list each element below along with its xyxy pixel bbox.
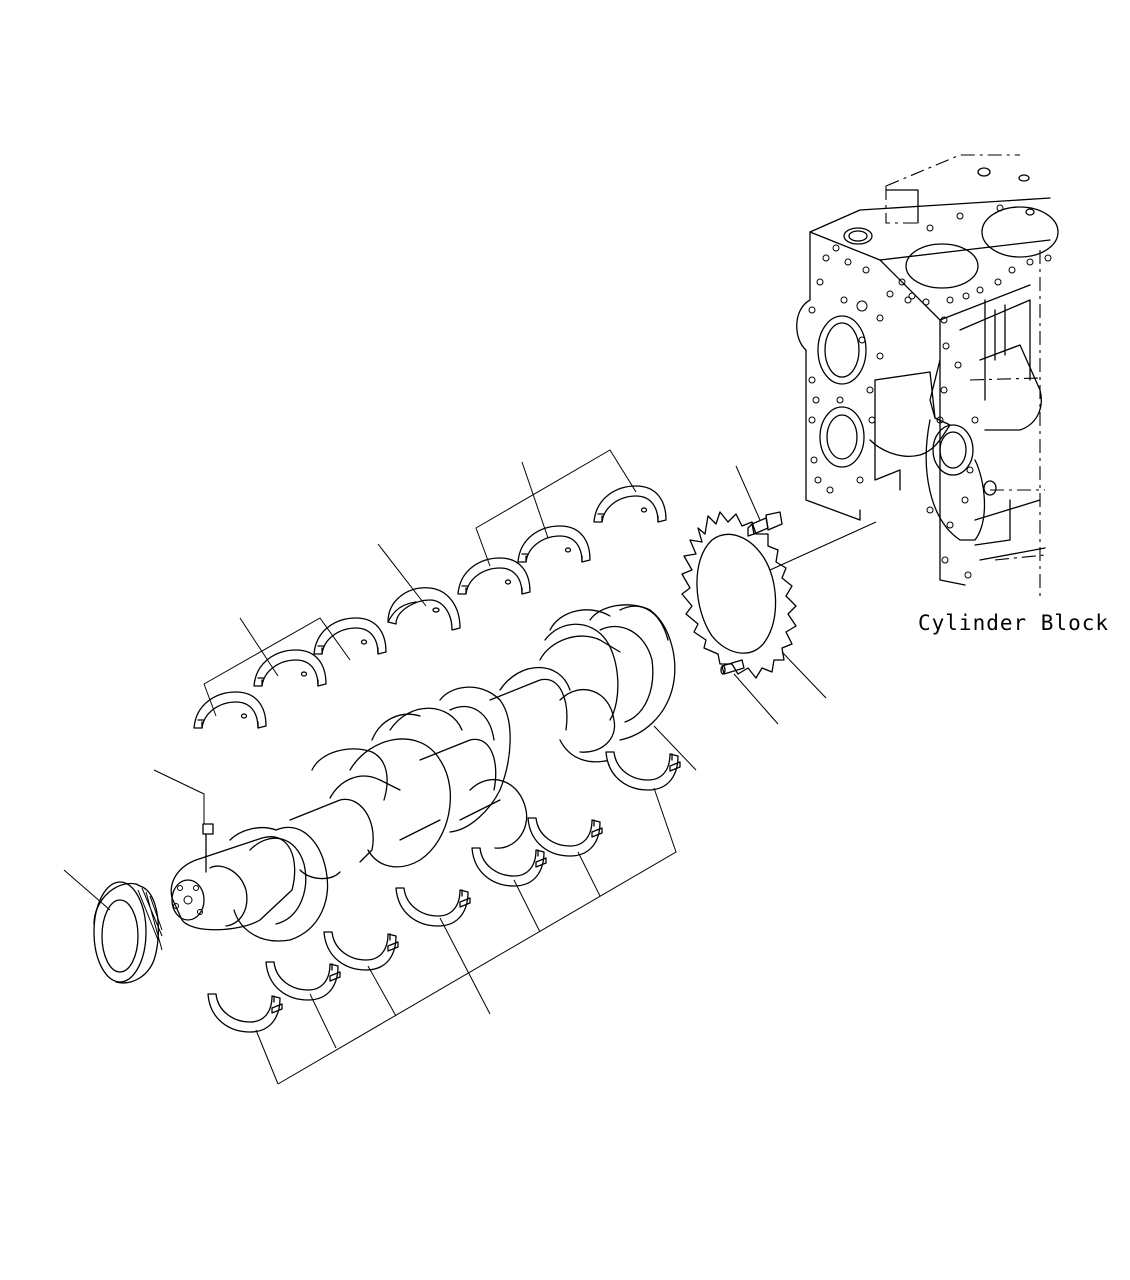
crankshaft-drawing [170,604,676,942]
cylinder-block-label: Cylinder Block [918,611,1110,635]
front-bearing-drawing [93,881,163,984]
cylinder-block-drawing [796,154,1059,600]
bolt-drawing [747,511,783,537]
leader-lines [63,449,877,1085]
upper-bearing-shells [193,485,667,729]
key-pin-drawing [202,823,214,873]
dowel-pin-drawing [720,659,745,675]
tone-wheel-drawing [681,511,797,679]
lower-bearing-shells [207,751,681,1033]
